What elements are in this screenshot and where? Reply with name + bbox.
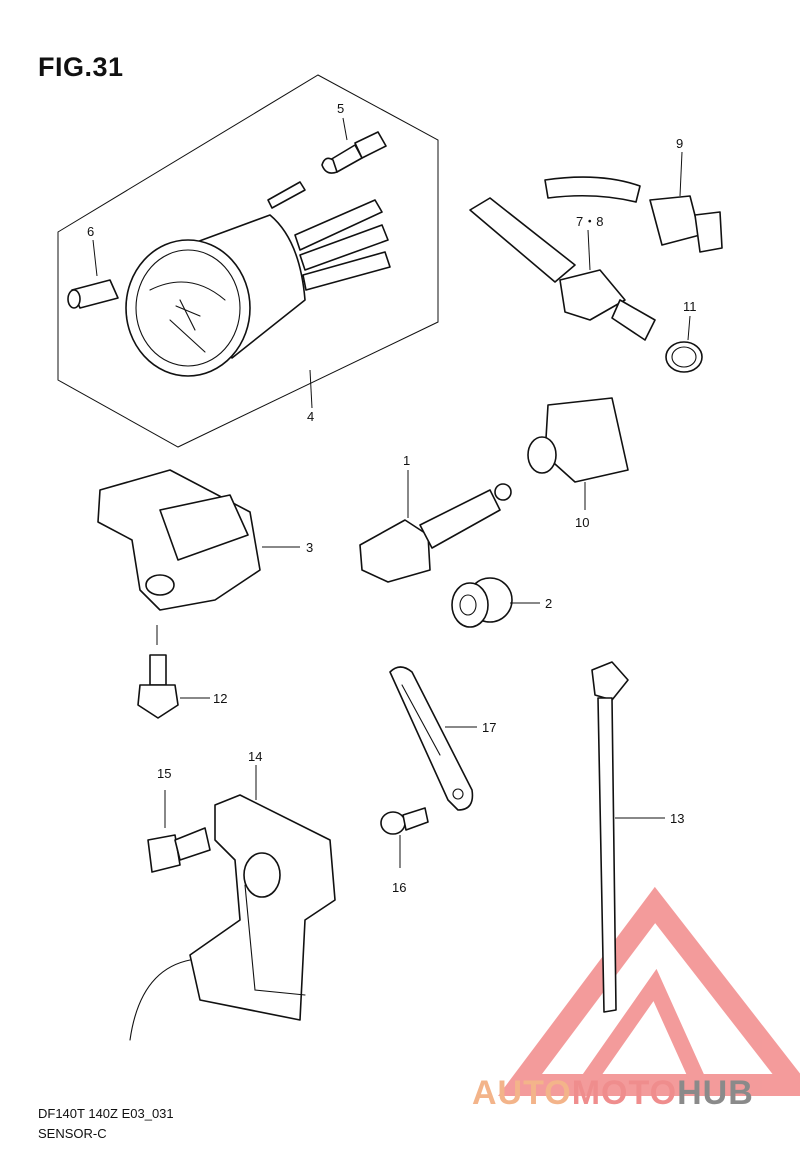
label-part-16: 16 xyxy=(392,880,406,895)
part-10-sensor xyxy=(527,397,629,510)
watermark-wordmark: AUTOMOTOHUB xyxy=(472,1074,754,1113)
part-6-bulb xyxy=(67,239,119,309)
part-1-connector xyxy=(359,470,512,583)
part-11-washer xyxy=(665,315,703,373)
part-7-8-sensor xyxy=(469,197,656,341)
watermark-logo xyxy=(498,886,800,1096)
part-5-bulb xyxy=(321,117,387,174)
part-3-sensor xyxy=(97,469,300,611)
label-part-14: 14 xyxy=(248,749,262,764)
watermark-moto: MOTO xyxy=(571,1074,678,1112)
watermark-auto: AUTO xyxy=(472,1074,572,1112)
part-2-grommet xyxy=(451,577,540,628)
part-17-strap xyxy=(389,666,477,811)
label-part-15: 15 xyxy=(157,766,171,781)
part-15-bolt xyxy=(147,790,211,873)
assembly-frame xyxy=(57,74,439,448)
watermark-hub: HUB xyxy=(677,1074,754,1112)
part-16-screw xyxy=(380,807,429,868)
part-4-gauge xyxy=(125,181,391,409)
label-part-17: 17 xyxy=(482,720,496,735)
part-9-sensor xyxy=(544,151,723,253)
part-12-bolt xyxy=(137,625,210,719)
label-part-5: 5 xyxy=(337,101,344,116)
label-part-4: 4 xyxy=(307,409,314,424)
label-part-6: 6 xyxy=(87,224,94,239)
part-13-cable-tie xyxy=(591,661,665,1013)
label-part-9: 9 xyxy=(676,136,683,151)
footer-model: DF140T 140Z E03_031 xyxy=(38,1106,174,1121)
part-14-sensor xyxy=(129,765,336,1041)
label-part-11: 11 xyxy=(683,299,697,314)
label-part-13: 13 xyxy=(670,811,684,826)
label-part-3: 3 xyxy=(306,540,313,555)
label-part-12: 12 xyxy=(213,691,227,706)
footer: DF140T 140Z E03_031 SENSOR-C xyxy=(38,1104,174,1144)
footer-section: SENSOR-C xyxy=(38,1126,107,1141)
label-part-2: 2 xyxy=(545,596,552,611)
figure-title: FIG.31 xyxy=(38,52,124,82)
label-part-10: 10 xyxy=(575,515,589,530)
label-part-1: 1 xyxy=(403,453,410,468)
label-part-7-8: 7・8 xyxy=(576,214,603,229)
